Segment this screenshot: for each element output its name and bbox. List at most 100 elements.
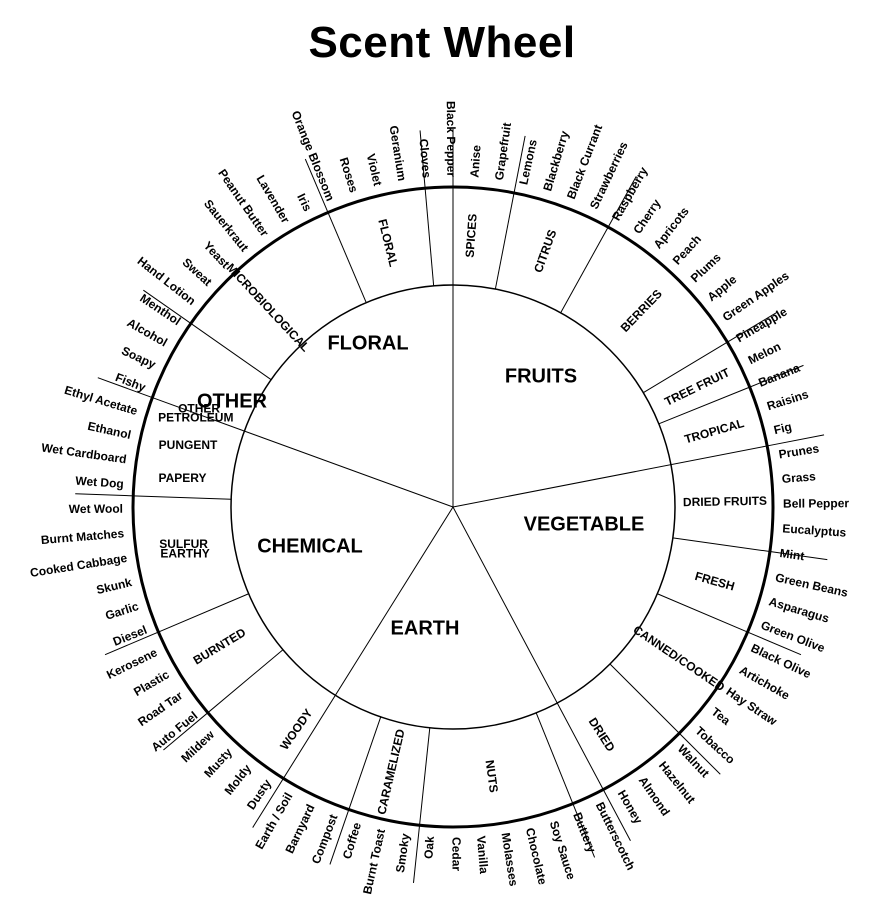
divider-extension: [97, 377, 153, 399]
subcategory-divider: [494, 192, 515, 290]
descriptor-label: Asparagus: [767, 594, 831, 625]
descriptor-label: Mint: [779, 546, 805, 563]
descriptor-label: Apple: [705, 272, 740, 304]
subcategory-label: DRIED FRUITS: [683, 494, 767, 509]
subcategory-label: PETROLEUM: [158, 411, 233, 425]
descriptor-label: Bell Pepper: [783, 496, 849, 510]
category-label: VEGETABLE: [524, 513, 645, 535]
descriptor-label: Compost: [309, 812, 341, 866]
descriptor-label: Plastic: [131, 667, 172, 699]
descriptor-label: Anise: [467, 144, 483, 178]
divider-extension: [767, 434, 825, 447]
descriptor-label: Raisins: [765, 387, 810, 413]
divider-extension: [143, 289, 192, 324]
subcategory-divider: [560, 226, 609, 314]
descriptor-label: Skunk: [95, 575, 134, 597]
descriptor-label: Wet Cardboard: [40, 440, 127, 466]
divider-extension: [304, 158, 329, 213]
divider-extension: [749, 364, 804, 388]
descriptor-label: Cloves: [417, 138, 434, 179]
subcategory-divider: [190, 323, 272, 381]
divider-extension: [412, 825, 421, 883]
descriptor-label: Vanilla: [474, 835, 491, 874]
category-label: CHEMICAL: [257, 535, 363, 557]
category-label: OTHER: [197, 390, 268, 412]
divider-extension: [163, 712, 209, 751]
descriptor-label: Buttery: [570, 810, 599, 854]
category-divider: [283, 506, 454, 779]
subcategory-divider: [327, 212, 367, 303]
subcategory-label: FLORAL: [375, 218, 400, 269]
subcategory-divider: [535, 712, 574, 804]
category-divider: [452, 506, 604, 790]
category-label: EARTH: [391, 617, 460, 639]
descriptor-label: Wet Wool: [69, 502, 123, 516]
descriptor-label: Fishy: [113, 370, 148, 394]
descriptor-label: Banana: [756, 361, 802, 390]
subcategory-label: DRIED: [586, 715, 618, 754]
subcategory-divider: [133, 495, 232, 500]
subcategory-label: CARAMELIZED: [374, 727, 407, 816]
divider-extension: [329, 809, 350, 865]
descriptor-label: Wet Dog: [75, 474, 124, 491]
subcategory-label: PAPERY: [158, 471, 206, 485]
divider-extension: [607, 176, 637, 228]
subcategory-label: BURNTED: [191, 625, 249, 667]
subcategory-label: CITRUS: [531, 228, 559, 275]
subcategory-divider: [158, 593, 249, 633]
descriptor-label: Coffee: [340, 821, 364, 861]
divider-extension: [602, 789, 631, 841]
descriptor-label: Blackberry: [540, 129, 571, 193]
subcategory-divider: [419, 727, 431, 826]
sector-lines: [75, 129, 828, 883]
subcategory-label: TREE FRUIT: [662, 365, 732, 409]
divider-extension: [727, 311, 778, 343]
descriptor-label: Soapy: [119, 344, 158, 372]
divider-extension: [104, 631, 159, 656]
descriptor-label: Molasses: [499, 832, 521, 888]
divider-extension: [769, 551, 828, 561]
descriptor-label: Melon: [746, 339, 783, 367]
descriptor-label: Cherry: [630, 196, 663, 236]
descriptor-label: Peach: [670, 232, 704, 268]
descriptor-label: Chocolate: [523, 826, 550, 886]
descriptor-label: Dusty: [244, 776, 274, 812]
descriptor-label: Tea: [709, 705, 733, 728]
descriptor-label: Black Pepper: [444, 101, 459, 177]
subcategory-divider: [207, 649, 284, 714]
descriptor-label: Eucalyptus: [782, 521, 847, 539]
descriptor-label: Roses: [337, 156, 361, 195]
descriptor-label: Green Beans: [774, 570, 850, 600]
subcategory-label: PUNGENT: [159, 438, 218, 452]
subcategory-label: MICROBIOLOGICAL: [224, 261, 313, 355]
subcategory-label: CANNED/COOKED: [631, 623, 728, 695]
descriptor-label: Ethanol: [86, 419, 132, 442]
descriptor-label: Geranium: [387, 125, 410, 183]
descriptor-label: Plums: [688, 250, 724, 285]
descriptor-label: Grass: [781, 469, 816, 486]
subcategory-label: SULFUR: [159, 537, 208, 551]
subcategory-divider: [643, 341, 728, 394]
subcategory-label: BERRIES: [618, 287, 665, 335]
descriptor-label: Cooked Cabbage: [29, 551, 128, 580]
descriptor-label: Fig: [772, 419, 793, 437]
descriptor-label: Alcohol: [125, 316, 170, 350]
descriptor-label: Grapefruit: [492, 122, 514, 181]
subcategory-divider: [672, 537, 770, 553]
divider-extension: [252, 778, 284, 828]
subcategory-divider: [657, 593, 748, 633]
subcategory-divider: [424, 188, 435, 286]
divider-extension: [572, 803, 596, 858]
subcategory-divider: [658, 386, 750, 425]
divider-extension: [678, 732, 721, 775]
descriptor-label: Soy Sauce: [547, 819, 579, 881]
subcategory-label: FRESH: [693, 569, 736, 594]
subcategory-label: SPICES: [463, 213, 480, 258]
category-divider: [152, 397, 454, 508]
subcategory-label: WOODY: [277, 706, 315, 752]
subcategory-divider: [609, 663, 680, 734]
descriptor-label: Orange Blossom: [289, 109, 338, 203]
subcategory-divider: [348, 716, 382, 810]
descriptor-label: Musty: [201, 745, 235, 780]
